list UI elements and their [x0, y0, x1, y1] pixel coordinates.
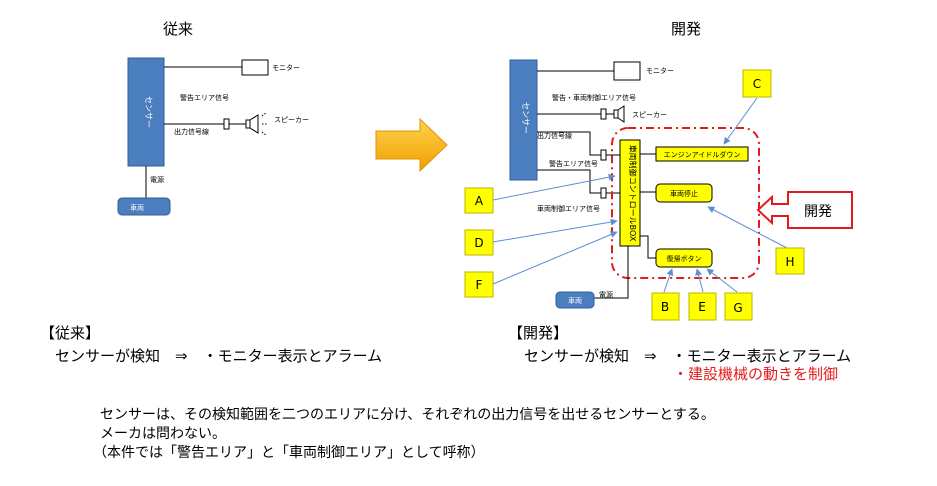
dev-summary-line: センサーが検知 ⇒ ・モニター表示とアラーム: [524, 347, 852, 365]
reset-button-label: 復帰ボタン: [667, 254, 702, 263]
dev-title: 開発: [671, 20, 701, 38]
pointer-H: [707, 206, 788, 249]
engine-idle-down-box: [655, 146, 749, 162]
engine-idle-down-label: エンジンアイドルダウン: [664, 150, 741, 159]
pointer-E: [695, 268, 704, 293]
dev-monitor-box: [613, 61, 641, 81]
dev-vehicle-control-connector: [600, 187, 607, 199]
dev-summary-heading: 【開発】: [508, 324, 569, 342]
note-line-1: センサーは、その検知範囲を二つのエリアに分け、それぞれの出力信号を出せるセンサー…: [100, 407, 715, 423]
svg-text:H: H: [785, 255, 794, 269]
dev-vehicle-control-signal-label: 車両制御エリア信号: [537, 204, 600, 213]
legacy-title: 従来: [163, 20, 193, 38]
reset-line: [640, 235, 656, 259]
dev-vehicle-label: 車両: [568, 296, 582, 305]
note-line-2: メーカは問わない。: [100, 426, 226, 442]
dev-monitor-label: モニター: [646, 66, 674, 75]
transition-arrow-icon: [375, 117, 448, 173]
pointer-C: [723, 97, 758, 145]
dev-callout-label: 開発: [804, 204, 832, 220]
vehicle-stop-box: [655, 183, 713, 203]
legacy-power-label: 電源: [150, 175, 164, 184]
pointer-A: [492, 173, 616, 201]
legacy-vehicle-label: 車両: [130, 203, 144, 212]
dev-power-label: 電源: [599, 290, 613, 299]
dev-warning-line: [537, 131, 601, 156]
legacy-warning-signal-label: 警告エリア信号: [180, 93, 229, 102]
control-box: [619, 139, 641, 247]
marker-H: H: [775, 247, 805, 275]
marker-A: A: [464, 187, 494, 214]
dev-callout-arrow: [756, 191, 853, 229]
dev-speaker-connector: [600, 108, 607, 120]
marker-D: D: [464, 229, 494, 256]
dev-warning-vehicle-signal-label: 警告・車両制御エリア信号: [552, 93, 636, 102]
marker-G: G: [724, 292, 753, 321]
pointer-G: [706, 268, 738, 293]
dev-speaker-icon: [613, 105, 625, 123]
dev-summary-line-red: ・建設機械の動きを制御: [673, 365, 839, 383]
svg-text:F: F: [476, 278, 483, 292]
svg-text:D: D: [474, 236, 483, 250]
legacy-summary-heading: 【従来】: [40, 324, 101, 342]
pointer-D: [492, 218, 618, 243]
svg-text:G: G: [733, 301, 742, 315]
marker-F: F: [464, 271, 494, 298]
dev-vehicle-control-line: [537, 169, 601, 194]
vehicle-stop-label: 車両停止: [670, 189, 698, 198]
dev-vehicle-box: [555, 291, 595, 309]
pointer-F: [492, 231, 618, 285]
dev-sensor-block: [509, 59, 538, 181]
legacy-sensor-block: [127, 57, 165, 167]
dev-warning-signal-label: 警告エリア信号: [549, 159, 598, 168]
dev-area-outline: [611, 127, 760, 279]
dev-sensor-label: センサー: [521, 102, 530, 134]
legacy-connector: [223, 118, 230, 130]
legacy-vehicle-box: [117, 197, 171, 216]
dev-power-line: [594, 246, 629, 299]
pointer-B: [663, 268, 674, 293]
dev-speaker-label: スピーカー: [632, 111, 667, 119]
svg-text:E: E: [698, 300, 706, 314]
dev-warning-connector: [600, 149, 607, 161]
legacy-speaker-label: スピーカー: [274, 116, 309, 124]
legacy-output-line-label: 出力信号線: [174, 127, 209, 136]
marker-E: E: [688, 292, 717, 321]
legacy-monitor-box: [241, 59, 269, 76]
note-line-3: （本件では「警告エリア」と「車両制御エリア」として呼称）: [93, 445, 485, 461]
svg-text:C: C: [753, 77, 761, 91]
legacy-sensor-label: センサー: [144, 96, 153, 128]
marker-B: B: [651, 292, 680, 321]
reset-button-box: [655, 248, 713, 268]
svg-text:B: B: [661, 300, 669, 314]
legacy-speaker-icon: [245, 112, 268, 136]
marker-C: C: [742, 69, 772, 98]
control-box-label: 車両制御コントロールBOX: [628, 145, 638, 242]
legacy-summary-line: センサーが検知 ⇒ ・モニター表示とアラーム: [55, 347, 383, 365]
legacy-monitor-label: モニター: [272, 63, 300, 72]
svg-text:A: A: [475, 194, 484, 208]
dev-output-line-label: 出力信号線: [537, 131, 572, 140]
